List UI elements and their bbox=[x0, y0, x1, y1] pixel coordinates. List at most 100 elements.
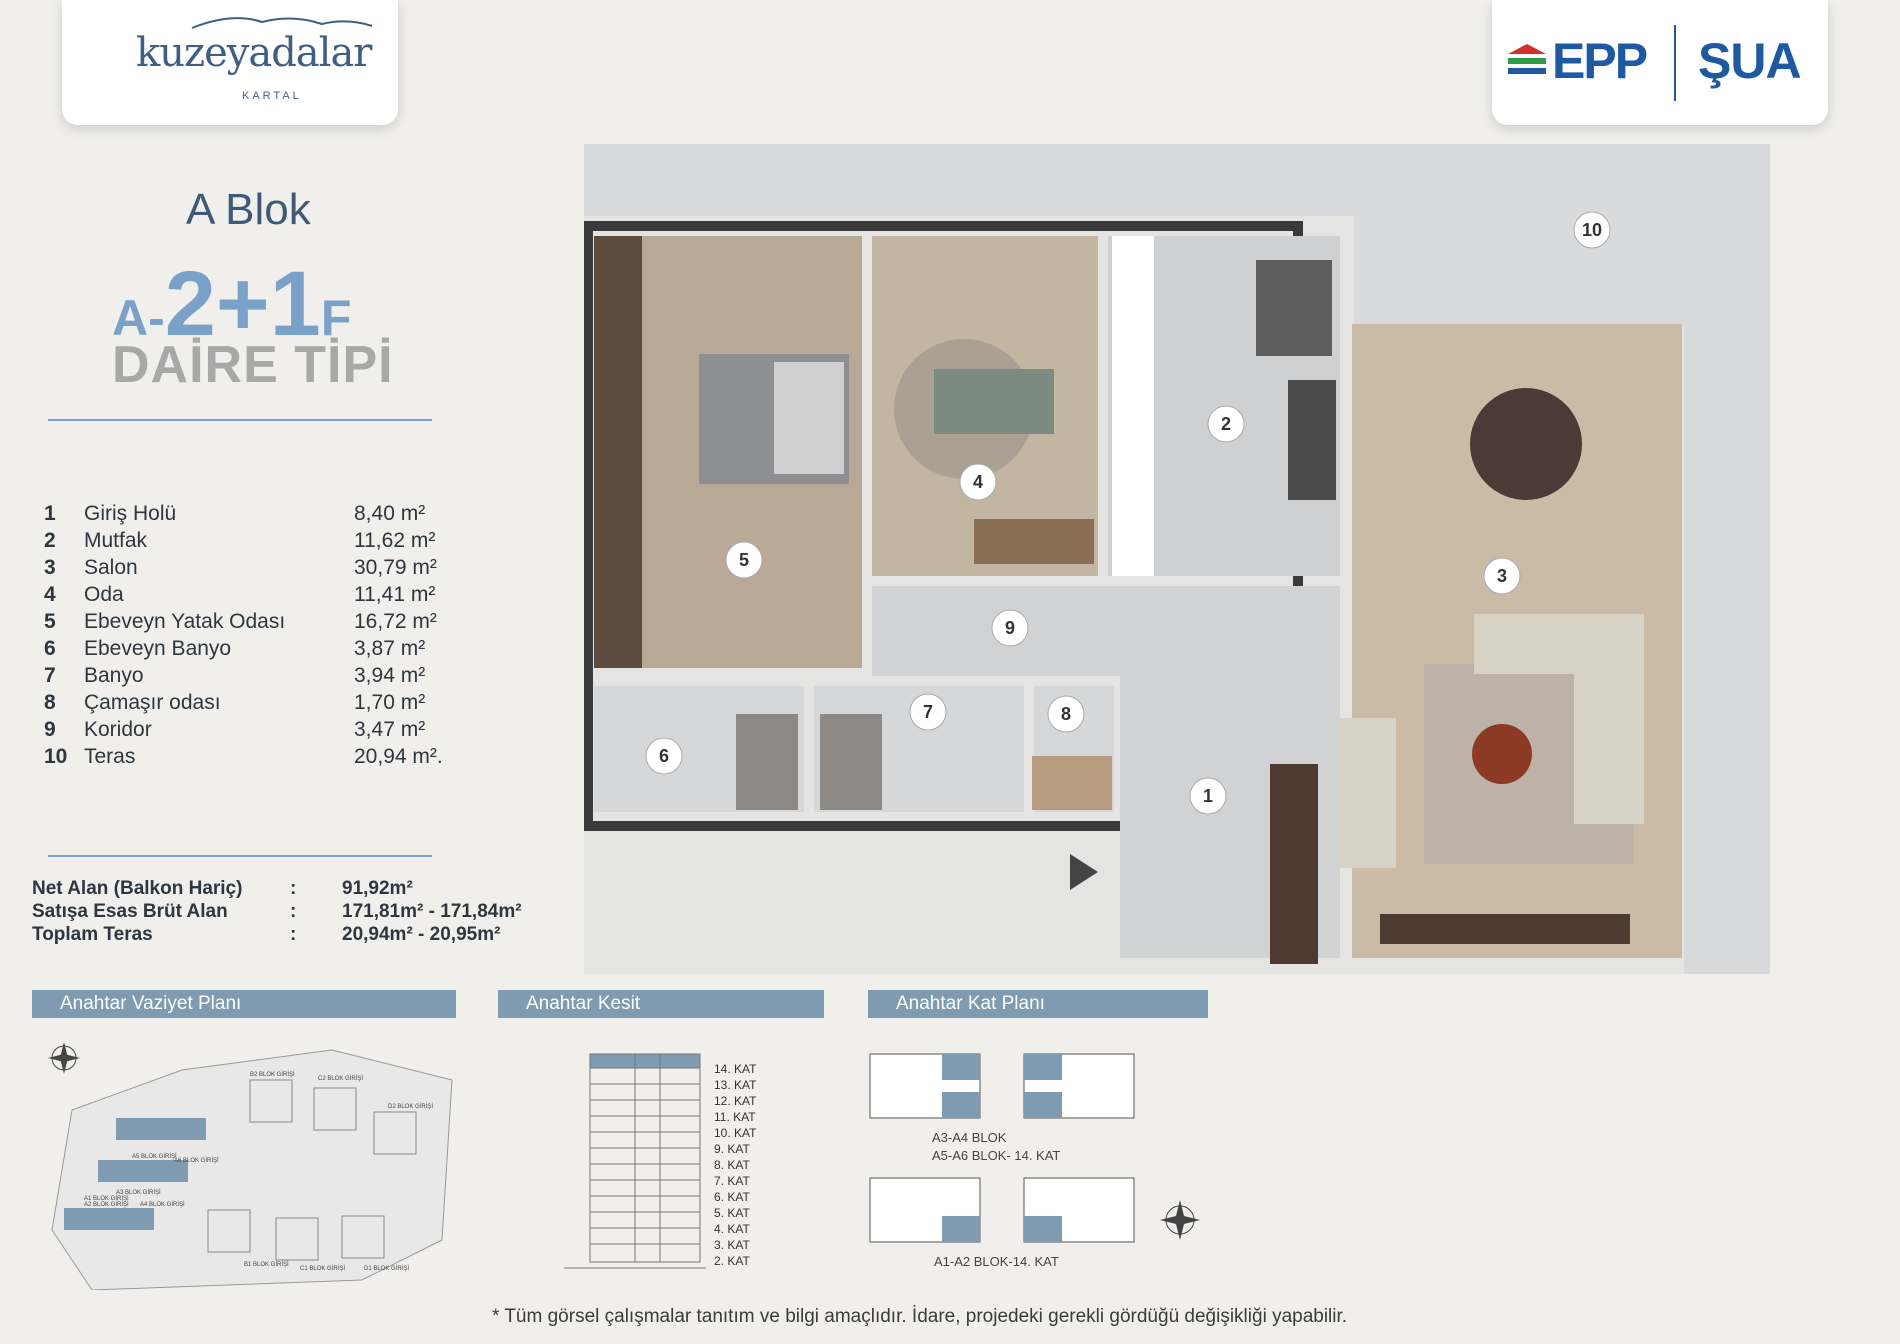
plan-label-7: 7 bbox=[909, 693, 947, 731]
round-table bbox=[1470, 388, 1582, 500]
terrace-strip bbox=[584, 144, 1770, 216]
divider bbox=[48, 419, 432, 421]
room-name: Ebeveyn Yatak Odası bbox=[84, 610, 286, 633]
total-value: 91,92m² bbox=[342, 878, 413, 899]
plan-label-8: 8 bbox=[1047, 695, 1085, 733]
epp-logo-icon bbox=[1508, 44, 1546, 74]
logo-wordmark: kuzeyadalar bbox=[136, 30, 372, 76]
apartment-type-label: DAİRE TİPİ bbox=[112, 336, 394, 394]
apartment-model: A-2+1F bbox=[112, 252, 351, 357]
unit-highlight bbox=[1024, 1216, 1062, 1242]
room-name: Teras bbox=[84, 745, 136, 768]
site-label: C2 BLOK GİRİŞİ bbox=[318, 1075, 363, 1082]
logo-sub: KARTAL bbox=[242, 90, 302, 102]
model-prefix: A- bbox=[112, 290, 165, 346]
highlighted-floor bbox=[590, 1054, 700, 1068]
section-header: Anahtar Kesit bbox=[498, 990, 824, 1018]
total-sep: : bbox=[290, 924, 297, 945]
room-number: 5 bbox=[44, 610, 56, 633]
site-label: D2 BLOK GİRİŞİ bbox=[388, 1103, 433, 1110]
svg-text:8: 8 bbox=[1061, 704, 1071, 724]
section-lines bbox=[564, 1053, 706, 1269]
svg-text:1: 1 bbox=[1203, 786, 1213, 806]
room-area: 11,41 m² bbox=[354, 583, 436, 606]
plan-label-1: 1 bbox=[1189, 777, 1227, 815]
room-area: 1,70 m² bbox=[354, 691, 426, 714]
room-area: 11,62 m² bbox=[354, 529, 436, 552]
svg-text:5: 5 bbox=[739, 550, 749, 570]
site-label: B2 BLOK GİRİŞİ bbox=[250, 1071, 295, 1078]
block-b2 bbox=[249, 1079, 293, 1123]
room-area: 20,94 m². bbox=[354, 745, 443, 768]
block-a1-a2 bbox=[64, 1208, 154, 1230]
total-row: Net Alan (Balkon Hariç):91,92m² bbox=[32, 878, 572, 901]
total-value: 20,94m² - 20,95m² bbox=[342, 924, 501, 945]
key-plan-bottom bbox=[869, 1177, 1135, 1243]
floor-label: 10. KAT bbox=[714, 1126, 757, 1140]
site-label: A6 BLOK GİRİŞİ bbox=[174, 1157, 219, 1164]
room-name: Banyo bbox=[84, 664, 144, 687]
corridor bbox=[872, 586, 1340, 676]
svg-text:10: 10 bbox=[1582, 220, 1602, 240]
room-number: 10 bbox=[44, 745, 68, 768]
site-label: A1 BLOK GİRİŞİ bbox=[84, 1195, 129, 1202]
entrance-arrow-icon bbox=[1070, 854, 1098, 890]
compass-icon bbox=[48, 1042, 80, 1074]
floor-plan: 1 2 3 4 5 6 7 8 9 10 bbox=[584, 144, 1770, 974]
total-row: Toplam Teras:20,94m² - 20,95m² bbox=[32, 924, 572, 947]
svg-text:7: 7 bbox=[923, 702, 933, 722]
room-row: 10 Teras 20,94 m². bbox=[44, 745, 464, 772]
block-d2 bbox=[373, 1111, 417, 1155]
terrace-area bbox=[1354, 216, 1684, 326]
block-a3-a4 bbox=[98, 1160, 188, 1182]
room-number: 2 bbox=[44, 529, 56, 552]
total-sep: : bbox=[290, 901, 297, 922]
side-balcony bbox=[1684, 216, 1770, 974]
site-plan-header: Anahtar Vaziyet Planı bbox=[32, 990, 456, 1018]
room-row: 8 Çamaşır odası 1,70 m² bbox=[44, 691, 464, 718]
room-number: 4 bbox=[44, 583, 56, 606]
total-sep: : bbox=[290, 878, 297, 899]
room-area: 8,40 m² bbox=[354, 502, 426, 525]
svg-text:3: 3 bbox=[1497, 566, 1507, 586]
room-area: 30,79 m² bbox=[354, 556, 437, 579]
developer-logos: EPP ŞUA bbox=[1492, 0, 1828, 125]
room-name: Çamaşır odası bbox=[84, 691, 221, 714]
model-main: 2+1 bbox=[164, 253, 321, 355]
pillow bbox=[774, 362, 844, 474]
floor-label: 6. KAT bbox=[714, 1190, 750, 1204]
model-suffix: F bbox=[320, 290, 352, 346]
floor-label: 3. KAT bbox=[714, 1238, 750, 1252]
plan-label-3: 3 bbox=[1483, 557, 1521, 595]
key-plan-label: A1-A2 BLOK-14. KAT bbox=[934, 1254, 1059, 1269]
floor-label: 12. KAT bbox=[714, 1094, 757, 1108]
unit-highlight bbox=[1024, 1092, 1062, 1118]
site-label: B1 BLOK GİRİŞİ bbox=[244, 1261, 289, 1268]
site-plan-map: B2 BLOK GİRİŞİ C2 BLOK GİRİŞİ D2 BLOK Gİ… bbox=[48, 1042, 453, 1290]
room-name: Oda bbox=[84, 583, 124, 606]
epp-wordmark: EPP bbox=[1552, 33, 1648, 89]
unit-highlight bbox=[942, 1092, 980, 1118]
room-area: 3,87 m² bbox=[354, 637, 426, 660]
floor-label: 2. KAT bbox=[714, 1254, 750, 1268]
key-floor-plans bbox=[869, 1053, 1200, 1243]
logo-divider bbox=[1674, 25, 1676, 101]
sua-wordmark: ŞUA bbox=[1698, 33, 1802, 89]
island bbox=[1288, 380, 1336, 500]
site-label: A3 BLOK GİRİŞİ bbox=[116, 1189, 161, 1196]
desk bbox=[974, 519, 1094, 564]
block-a5-a6 bbox=[116, 1118, 206, 1140]
room-name: Koridor bbox=[84, 718, 152, 741]
floor-label: 7. KAT bbox=[714, 1174, 750, 1188]
plan-label-6: 6 bbox=[645, 737, 683, 775]
plan-label-9: 9 bbox=[991, 609, 1029, 647]
svg-text:4: 4 bbox=[973, 472, 983, 492]
room-number: 8 bbox=[44, 691, 56, 714]
key-floor-plan-header: Anahtar Kat Planı bbox=[868, 990, 1208, 1018]
coffee-table bbox=[1472, 724, 1532, 784]
floor-label: 13. KAT bbox=[714, 1078, 757, 1092]
